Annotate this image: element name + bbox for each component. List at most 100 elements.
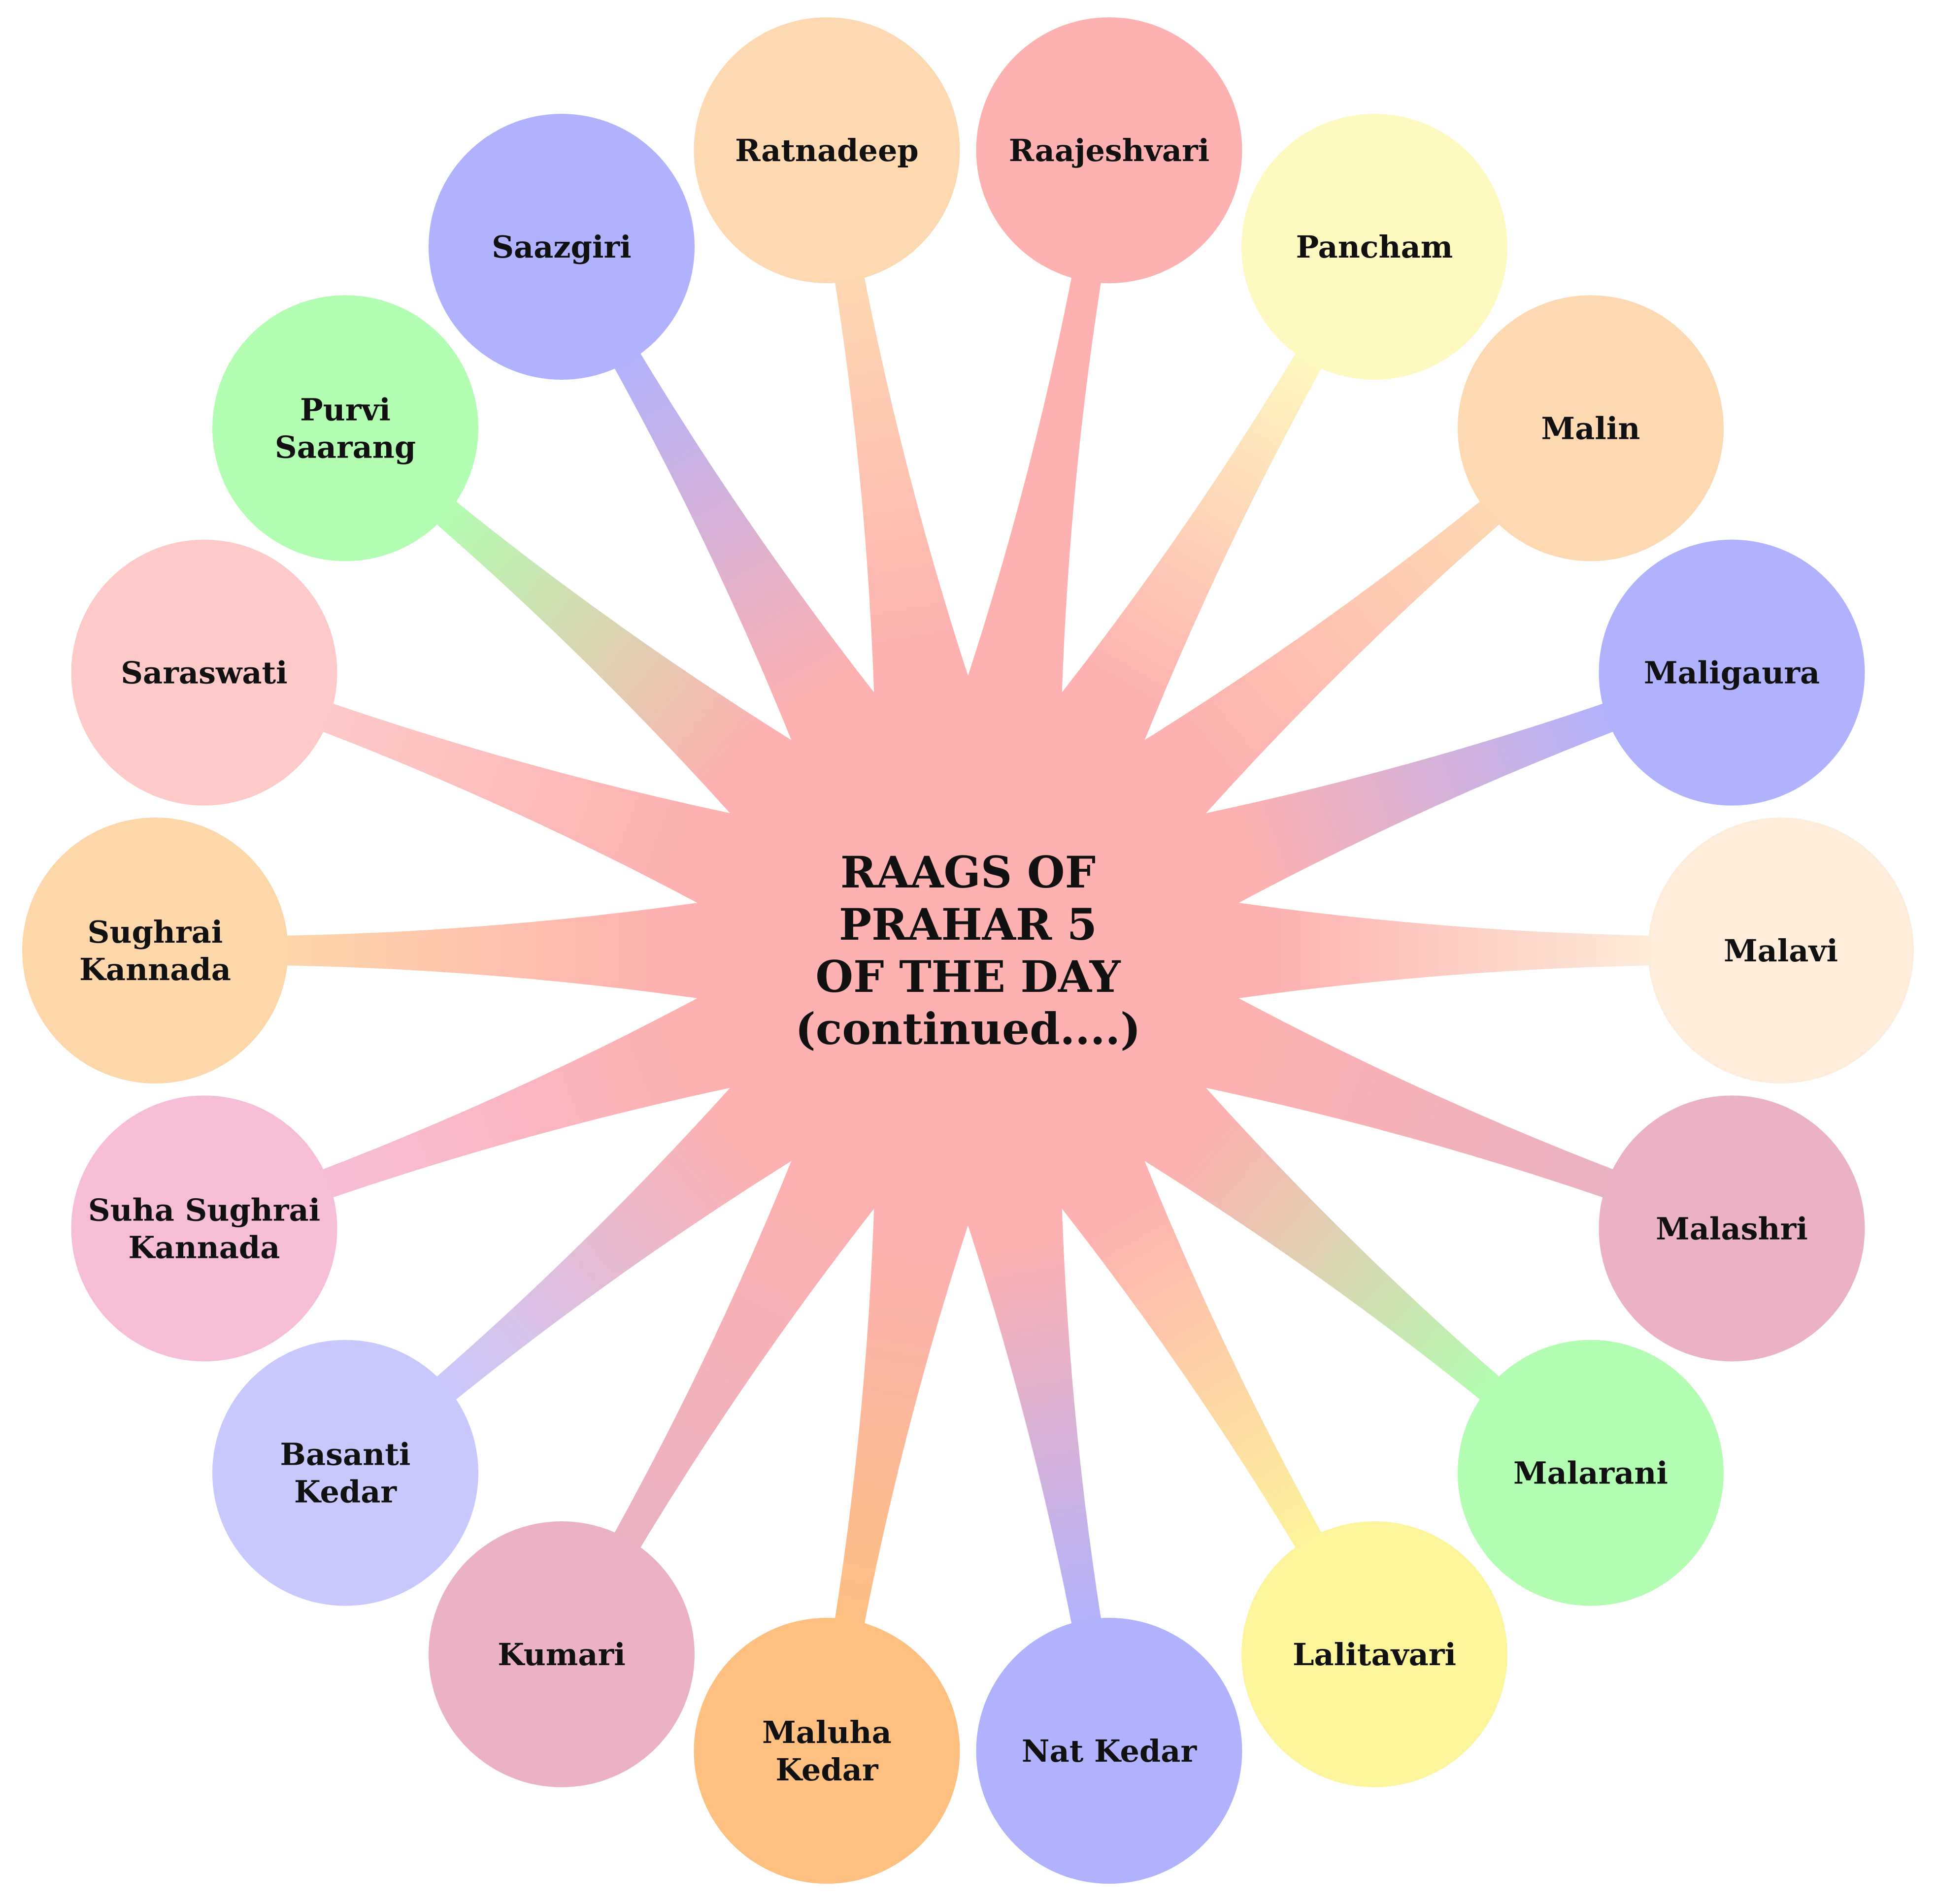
connector-basanti-kedar bbox=[430, 1054, 830, 1405]
connector-raajeshvari bbox=[954, 269, 1102, 737]
node-circle-nat-kedar bbox=[976, 1617, 1242, 1884]
node-label-line: Kumari bbox=[498, 1637, 626, 1673]
center-node-circle bbox=[722, 704, 1214, 1197]
node-circle-malin bbox=[1457, 295, 1724, 561]
node-label-line: Kedar bbox=[775, 1752, 878, 1788]
node-circle-lalitavari bbox=[1241, 1521, 1507, 1787]
connector-maligaura bbox=[1162, 700, 1621, 924]
connector-suha-sughrai-kannada bbox=[315, 977, 774, 1201]
connector-nat-kedar bbox=[954, 1164, 1102, 1632]
connector-ratnadeep bbox=[834, 269, 982, 737]
node-label-line: Saazgiri bbox=[492, 229, 631, 265]
node-circle-malavi bbox=[1648, 818, 1914, 1083]
node-label-line: Ratnadeep bbox=[735, 132, 919, 168]
node-malin: Malin bbox=[1457, 295, 1724, 561]
node-label-malarani: Malarani bbox=[1513, 1455, 1668, 1491]
node-maligaura: Maligaura bbox=[1599, 539, 1865, 806]
node-circle-ratnadeep bbox=[694, 17, 960, 284]
node-label-line: Raajeshvari bbox=[1009, 132, 1210, 168]
node-nat-kedar: Nat Kedar bbox=[976, 1617, 1242, 1884]
connector-malin bbox=[1106, 496, 1506, 847]
nodes: RaajeshvariPanchamMalinMaligauraMalaviMa… bbox=[22, 17, 1914, 1884]
connector-malarani bbox=[1106, 1054, 1506, 1405]
node-label-lalitavari: Lalitavari bbox=[1293, 1637, 1456, 1673]
node-label-saazgiri: Saazgiri bbox=[492, 229, 631, 265]
node-label-line: Maligaura bbox=[1644, 655, 1820, 691]
node-label-line: Maluha bbox=[762, 1714, 892, 1750]
node-circle-kumari bbox=[429, 1521, 695, 1787]
node-label-line: Pancham bbox=[1296, 229, 1453, 265]
connector-lalitavari bbox=[1034, 1119, 1326, 1555]
node-circle-basanti-kedar bbox=[212, 1340, 479, 1606]
node-label-line: Saraswati bbox=[121, 655, 287, 691]
connectors bbox=[278, 269, 1658, 1632]
node-label-line: Kedar bbox=[294, 1474, 397, 1510]
node-circle-suha-sughrai-kannada bbox=[71, 1095, 337, 1362]
node-label-line: Purvi bbox=[300, 392, 391, 427]
node-label-malin: Malin bbox=[1541, 410, 1640, 446]
connector-malavi bbox=[1195, 896, 1658, 1005]
node-label-pancham: Pancham bbox=[1296, 229, 1453, 265]
node-circle-malashri bbox=[1599, 1095, 1865, 1362]
node-circle-purvi-saarang bbox=[212, 295, 479, 561]
node-label-saraswati: Saraswati bbox=[121, 655, 287, 691]
node-saraswati: Saraswati bbox=[71, 539, 337, 806]
node-label-line: Saarang bbox=[275, 429, 416, 465]
node-malarani: Malarani bbox=[1457, 1340, 1724, 1606]
connector-pancham bbox=[1034, 346, 1326, 782]
connector-kumari bbox=[610, 1119, 902, 1555]
node-label-ratnadeep: Ratnadeep bbox=[735, 132, 919, 168]
center-node-label-line: OF THE DAY bbox=[815, 951, 1121, 1002]
node-label-malashri: Malashri bbox=[1656, 1211, 1808, 1247]
node-label-nat-kedar: Nat Kedar bbox=[1022, 1733, 1198, 1769]
connector-saraswati bbox=[315, 700, 774, 924]
node-label-line: Kannada bbox=[129, 1229, 280, 1265]
node-label-line: Malin bbox=[1541, 410, 1640, 446]
node-malavi: Malavi bbox=[1648, 818, 1914, 1083]
node-circle-raajeshvari bbox=[976, 17, 1242, 284]
connector-sughrai-kannada bbox=[278, 896, 741, 1005]
node-label-line: Malashri bbox=[1656, 1211, 1808, 1247]
node-ratnadeep: Ratnadeep bbox=[694, 17, 960, 284]
node-circle-maluha-kedar bbox=[694, 1617, 960, 1884]
connector-saazgiri bbox=[610, 346, 902, 782]
node-circle-sughrai-kannada bbox=[22, 818, 288, 1083]
node-lalitavari: Lalitavari bbox=[1241, 1521, 1507, 1787]
node-label-line: Suha Sughrai bbox=[88, 1192, 320, 1228]
node-saazgiri: Saazgiri bbox=[429, 114, 695, 380]
node-label-malavi: Malavi bbox=[1724, 933, 1838, 969]
node-malashri: Malashri bbox=[1599, 1095, 1865, 1362]
node-pancham: Pancham bbox=[1241, 114, 1507, 380]
center-node-label-line: PRAHAR 5 bbox=[839, 899, 1097, 950]
node-circle-malarani bbox=[1457, 1340, 1724, 1606]
node-kumari: Kumari bbox=[429, 1521, 695, 1787]
node-label-line: Kannada bbox=[79, 952, 231, 987]
node-circle-pancham bbox=[1241, 114, 1507, 380]
connector-malashri bbox=[1162, 977, 1621, 1201]
node-label-line: Basanti bbox=[280, 1437, 411, 1473]
center-node-label-line: (continued....) bbox=[795, 1003, 1141, 1054]
node-label-raajeshvari: Raajeshvari bbox=[1009, 132, 1210, 168]
node-circle-saraswati bbox=[71, 539, 337, 806]
connector-maluha-kedar bbox=[834, 1164, 982, 1632]
connector-purvi-saarang bbox=[430, 496, 830, 847]
node-label-line: Malavi bbox=[1724, 933, 1838, 969]
node-label-line: Sughrai bbox=[88, 914, 223, 950]
node-raajeshvari: Raajeshvari bbox=[976, 17, 1242, 284]
center-node-label-line: RAAGS OF bbox=[840, 847, 1096, 898]
node-label-line: Malarani bbox=[1513, 1455, 1668, 1491]
node-label-line: Nat Kedar bbox=[1022, 1733, 1198, 1769]
